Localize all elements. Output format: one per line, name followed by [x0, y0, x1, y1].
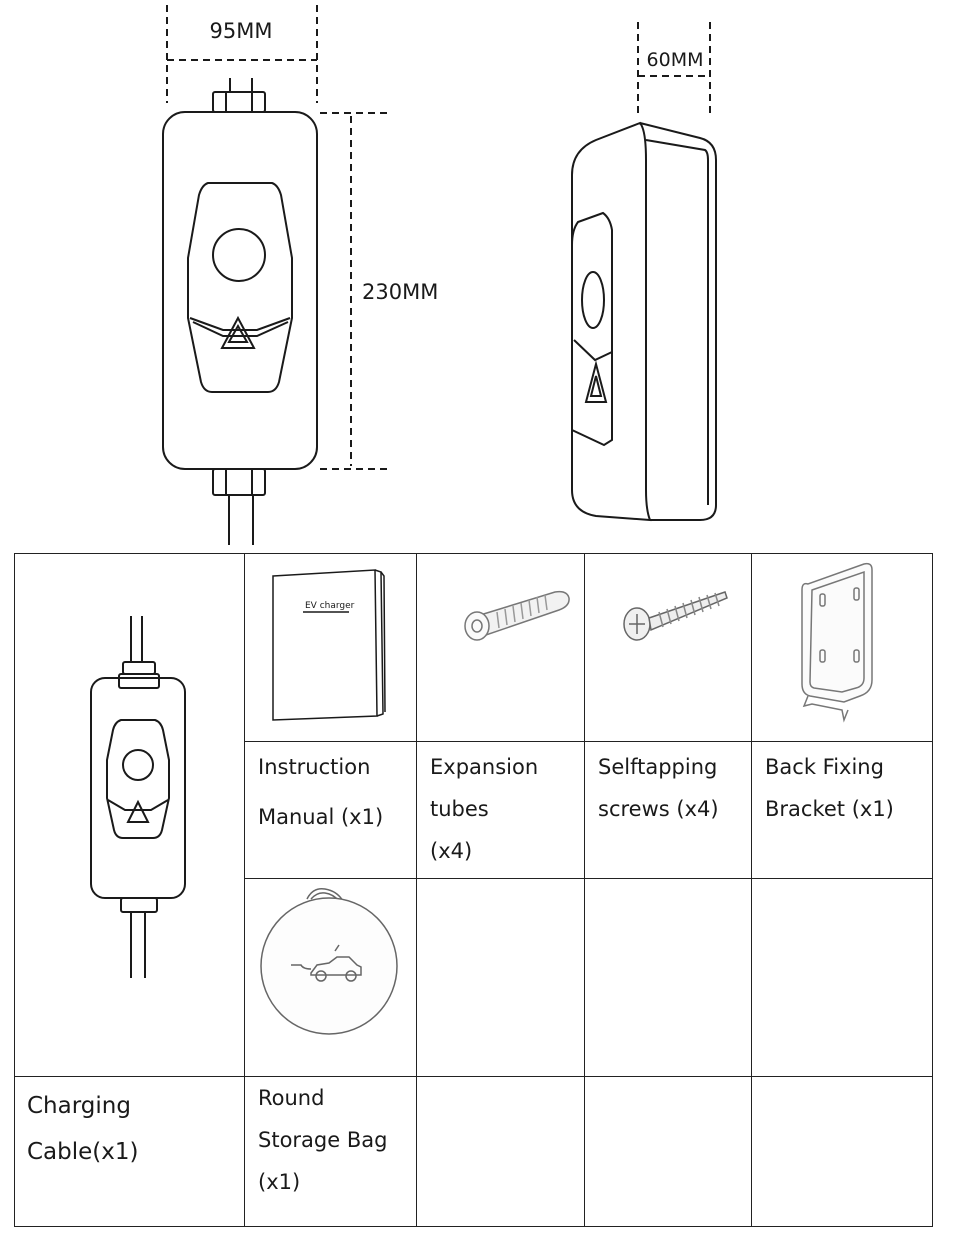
expansion-tubes-image-cell	[416, 553, 585, 742]
back-fixing-bracket-label-line2: Bracket (x1)	[765, 797, 894, 821]
charging-cable-label-line1: Charging	[27, 1093, 131, 1119]
empty-cell-r4c4	[584, 1076, 752, 1227]
expansion-tubes-label-line2: tubes	[430, 797, 489, 821]
manual-cover-text: EV charger	[305, 601, 355, 611]
empty-cell-r4c3	[416, 1076, 585, 1227]
width-label: 95MM	[210, 19, 273, 43]
screw-icon	[623, 591, 728, 641]
instruction-manual-image-cell: EV charger	[244, 553, 417, 742]
expansion-tubes-label-line3: (x4)	[430, 839, 473, 863]
instruction-manual-label: Instruction Manual (x1)	[244, 741, 417, 879]
side-view-charger	[571, 121, 717, 522]
empty-cell-r4c5	[751, 1076, 933, 1227]
charging-cable-label-line2: Cable(x1)	[27, 1139, 139, 1165]
back-fixing-bracket-image-cell	[751, 553, 933, 742]
instruction-manual-icon: EV charger	[272, 569, 386, 721]
empty-cell-r3c3	[416, 878, 585, 1077]
instruction-manual-label-line2: Manual (x1)	[258, 805, 384, 829]
storage-bag-icon	[260, 887, 398, 1035]
instruction-manual-label-line1: Instruction	[258, 755, 371, 779]
round-storage-bag-label-line1: Round	[258, 1086, 325, 1110]
package-contents-table: EV charger	[14, 553, 933, 1227]
back-fixing-bracket-label: Back Fixing Bracket (x1)	[751, 741, 933, 879]
empty-cell-r3c4	[584, 878, 752, 1077]
empty-cell-r3c5	[751, 878, 933, 1077]
selftapping-screws-label-line2: screws (x4)	[598, 797, 719, 821]
expansion-tube-icon	[464, 590, 570, 641]
round-storage-bag-label-line2: Storage Bag	[258, 1128, 388, 1152]
expansion-tubes-label-line1: Expansion	[430, 755, 539, 779]
round-storage-bag-label-line3: (x1)	[258, 1170, 301, 1194]
selftapping-screws-label-line1: Selftapping	[598, 755, 718, 779]
bracket-icon	[801, 562, 873, 723]
charging-cable-image-cell	[14, 553, 245, 1077]
selftapping-screws-image-cell	[584, 553, 752, 742]
charging-cable-icon	[90, 616, 186, 978]
round-storage-bag-label: Round Storage Bag (x1)	[244, 1076, 417, 1227]
height-dimension	[320, 112, 392, 470]
dimension-diagram: 95MM 230MM 60MM	[162, 5, 717, 545]
height-label: 230MM	[362, 280, 438, 304]
front-view-charger	[162, 78, 318, 545]
width-dimension	[166, 5, 318, 103]
depth-label: 60MM	[647, 49, 704, 71]
charging-cable-label: Charging Cable(x1)	[14, 1076, 245, 1227]
selftapping-screws-label: Selftapping screws (x4)	[584, 741, 752, 879]
round-storage-bag-image-cell	[244, 878, 417, 1077]
back-fixing-bracket-label-line1: Back Fixing	[765, 755, 884, 779]
depth-dimension	[637, 22, 711, 118]
expansion-tubes-label: Expansion tubes (x4)	[416, 741, 585, 879]
